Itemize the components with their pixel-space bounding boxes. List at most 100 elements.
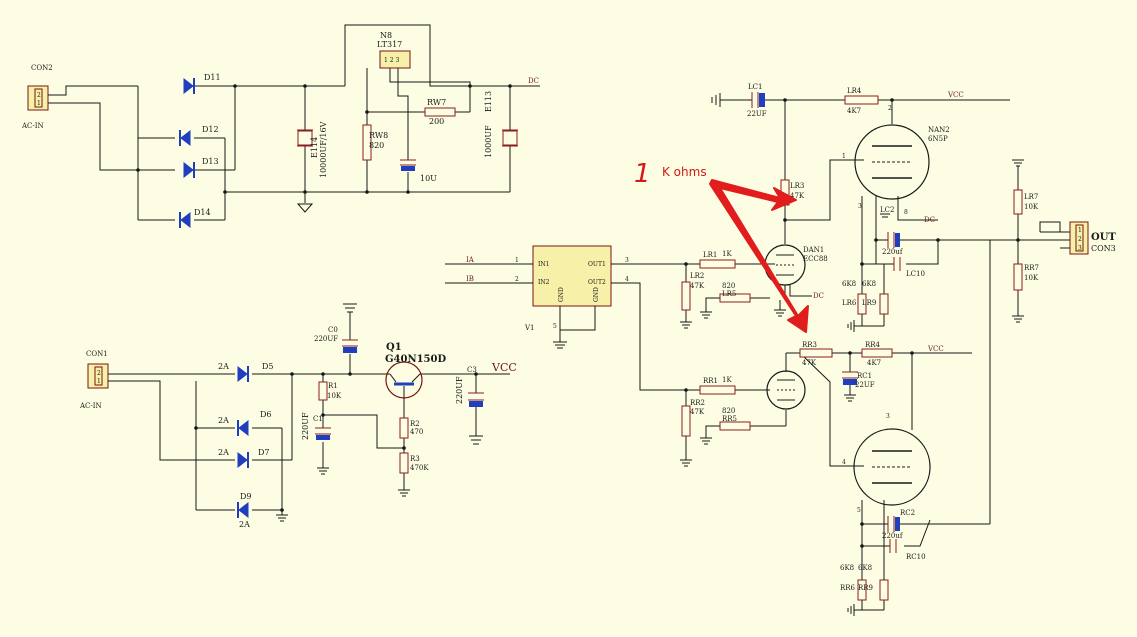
- diode-d9: D9 2A: [237, 492, 252, 529]
- lc2-value: 220uf: [882, 248, 904, 256]
- right-tube-pin-3: 3: [886, 413, 890, 420]
- left-channel-wires: [684, 98, 1070, 524]
- n8-ref: N8: [380, 31, 392, 40]
- v1-out1: OUT1: [588, 261, 606, 268]
- lc10-ref: LC10: [906, 270, 925, 278]
- v1-ref: V1: [524, 324, 535, 332]
- d6-label: D6: [260, 410, 272, 419]
- nan2-pin-1: 1: [842, 153, 846, 160]
- gnd-d9: [276, 514, 288, 522]
- r2-ref: R2: [410, 420, 420, 428]
- con3-pin-2: 2: [1078, 236, 1082, 243]
- e113-ref: E113: [484, 91, 493, 112]
- dan1-ref: DAN1: [803, 246, 824, 254]
- r2-value: 470: [410, 428, 423, 436]
- v1-in2: IN2: [538, 279, 550, 286]
- con1-label: AC-IN: [79, 402, 102, 410]
- resistor-rr1: RR1 1K: [699, 376, 736, 395]
- n8-part: LT317: [377, 40, 402, 49]
- con3-pin-1: 1: [1078, 227, 1082, 234]
- e114-ref: E114: [310, 137, 319, 158]
- diode-d6: 2A D6: [218, 410, 272, 437]
- cap-rc2: RC2 220uf: [882, 509, 915, 540]
- diode-d14: D14: [179, 208, 211, 229]
- cap-c0: C0 220UF: [314, 303, 358, 353]
- lr6-ref: LR6: [842, 299, 857, 307]
- cap-lc2: LC2 220uf: [880, 206, 904, 256]
- nan2-ref: NAN2: [928, 126, 950, 134]
- tube-right-triode: [766, 370, 806, 410]
- bottom-psu-wires: [108, 312, 510, 515]
- d11-label: D11: [204, 73, 221, 82]
- d6-rating: 2A: [218, 416, 229, 425]
- gnd-lc1: [711, 93, 721, 107]
- rw7-ref: RW7: [427, 98, 446, 107]
- dc-net-tube: DC: [924, 216, 935, 224]
- d5-label: D5: [262, 362, 274, 371]
- con3-connector: 1 2 3 OUT CON3: [1069, 221, 1116, 255]
- r3-value: 470K: [410, 464, 429, 472]
- rr4-ref: RR4: [865, 341, 881, 349]
- d7-label: D7: [258, 448, 270, 457]
- con2-ref: CON2: [31, 64, 53, 72]
- con1-pin-2: 2: [97, 370, 101, 377]
- diode-d5: 2A D5: [218, 362, 274, 383]
- lr5-ref: LR5: [722, 290, 736, 298]
- c1-value: 220UF: [301, 412, 310, 440]
- resistor-r1: R1 10K: [318, 381, 342, 401]
- d14-label: D14: [194, 208, 211, 217]
- tube-nan2: NAN2 6N5P 2 1 3 8: [842, 105, 950, 216]
- rr3-ref: RR3: [802, 341, 817, 349]
- diode-d12: D12: [179, 125, 219, 147]
- annotation: 1 K ohms: [634, 159, 809, 333]
- transistor-q1: Q1 G40N150D: [385, 342, 446, 399]
- resistor-rr6: 6K8 RR6: [840, 564, 867, 601]
- rw7-value: 200: [429, 117, 444, 126]
- lr6-value: 6K8: [842, 280, 856, 288]
- cap-e114: E114 10000UF/16V: [297, 121, 328, 178]
- con1-pin-1: 1: [97, 378, 101, 385]
- resistor-rw7: RW7 200: [424, 98, 456, 126]
- lr1-ref: LR1: [703, 251, 717, 259]
- rr4-value: 4K7: [867, 359, 881, 367]
- c3-ref: C3: [467, 366, 477, 374]
- rr6-value: 6K8: [840, 564, 854, 572]
- v1-pin-5: 5: [553, 323, 557, 330]
- rr5-value: 820: [722, 407, 735, 415]
- regulator-n8: 1 2 3 N8 LT317: [377, 31, 411, 69]
- rc10-ref: RC10: [906, 553, 926, 561]
- nan2-part: 6N5P: [928, 135, 948, 143]
- v1-pin-2: 2: [515, 276, 519, 283]
- lr4-ref: LR4: [847, 87, 862, 95]
- rr3-value: 47K: [802, 359, 817, 367]
- v1-pin-3: 3: [625, 257, 629, 264]
- v1-pin-1: 1: [515, 257, 519, 264]
- annotation-text: K ohms: [662, 165, 707, 179]
- resistor-lr4: LR4 4K7: [844, 87, 879, 115]
- nan2-pin-8: 8: [904, 209, 908, 216]
- rr7-value: 10K: [1024, 274, 1039, 282]
- c0-ref: C0: [328, 326, 338, 334]
- tube-dan1: DAN1 ECC88: [764, 244, 828, 317]
- dan1-part: ECC88: [803, 255, 828, 263]
- rw8-value: 820: [369, 141, 384, 150]
- con2-connector: 2 1 CON2 AC-IN: [21, 64, 53, 130]
- resistor-rr3: RR3 47K: [799, 341, 833, 367]
- cap-c1: C1 220UF: [301, 412, 331, 475]
- r3-ref: R3: [410, 455, 420, 463]
- rr6-ref: RR6: [840, 584, 856, 592]
- con2-pin-2: 2: [37, 92, 41, 99]
- v1-out2: OUT2: [588, 279, 606, 286]
- rr7-ref: RR7: [1024, 264, 1039, 272]
- rc1-value: 22UF: [855, 381, 875, 389]
- lr3-value: 47K: [790, 192, 805, 200]
- diode-d13: D13: [183, 157, 219, 179]
- q1-ref: Q1: [386, 342, 402, 353]
- lr2-value: 47K: [690, 282, 705, 290]
- cap-lc1: LC1 22UF: [747, 83, 771, 118]
- lc1-value: 22UF: [747, 110, 767, 118]
- right-tube-pin-5: 5: [857, 507, 861, 514]
- lr1-value: 1K: [722, 250, 732, 258]
- d7-rating: 2A: [218, 448, 229, 457]
- d13-label: D13: [202, 157, 219, 166]
